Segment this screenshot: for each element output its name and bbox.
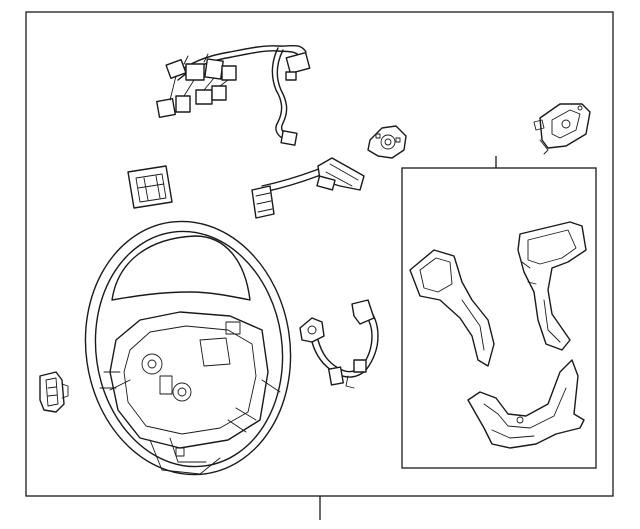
trim-inset-frame — [401, 167, 597, 469]
control-switch-right-icon — [533, 103, 591, 155]
horn-pad-connector-icon — [367, 125, 407, 159]
wire-clip-harness-icon — [251, 157, 365, 219]
trim-bezel-icon — [409, 221, 587, 449]
wiring-harness-upper-icon — [156, 44, 311, 146]
steering-wheel-icon — [84, 220, 292, 476]
switch-module-icon — [127, 165, 173, 209]
wiring-harness-lower-icon — [299, 299, 379, 389]
side-switch-left-icon — [39, 371, 69, 413]
